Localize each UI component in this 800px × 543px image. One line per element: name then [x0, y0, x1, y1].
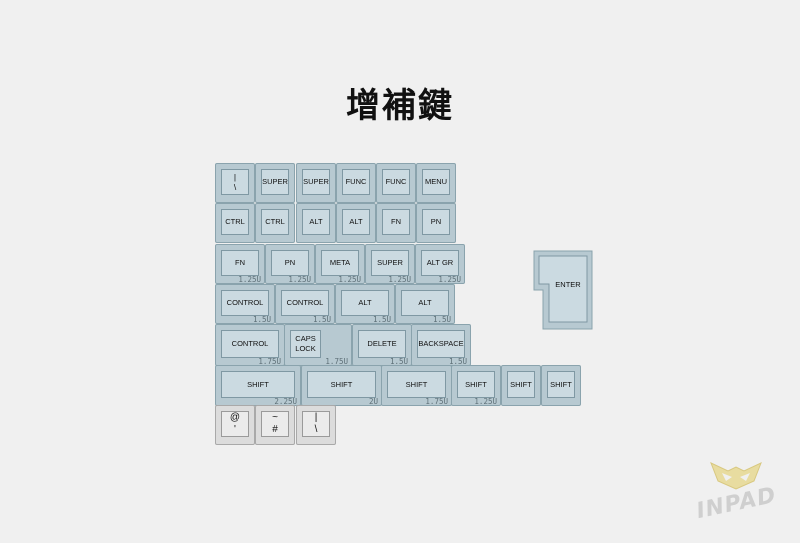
key-size-label: 1.5U [448, 357, 467, 366]
key-label: ~ # [261, 411, 289, 437]
key-label: SHIFT [221, 371, 295, 398]
brand-logo: INPAD [694, 455, 786, 527]
key-label: CONTROL [221, 330, 279, 358]
key-size-label: 1.25U [474, 397, 497, 406]
key[interactable]: MENU [416, 163, 456, 203]
key-label: ALT [401, 290, 449, 316]
key-label: MENU [422, 169, 450, 195]
key-label: FN [221, 250, 259, 276]
key-label: FUNC [342, 169, 370, 195]
key-label: DELETE [358, 330, 406, 358]
key-label: CTRL [221, 209, 249, 235]
key-label: BACKSPACE [417, 330, 465, 358]
key-label: FUNC [382, 169, 410, 195]
key-label: ALT [341, 290, 389, 316]
key-size-label: 1.5U [312, 315, 331, 324]
key[interactable]: PN [416, 203, 456, 243]
key-size-label: 1.25U [388, 275, 411, 284]
key-size-label: 2.25U [274, 397, 297, 406]
key[interactable]: @ ' [215, 405, 255, 445]
key-label: ALT [342, 209, 370, 235]
enter-key-shape [533, 250, 593, 330]
key-label: PN [422, 209, 450, 235]
key-label: SHIFT [547, 371, 575, 398]
key-label: @ ' [221, 411, 249, 437]
key-label: SUPER [371, 250, 409, 276]
key-size-label: 1.25U [438, 275, 461, 284]
key-label: PN [271, 250, 309, 276]
key[interactable]: ALT [296, 203, 336, 243]
key-label: SHIFT [507, 371, 535, 398]
key[interactable]: | \ [296, 405, 336, 445]
key-label: SHIFT [387, 371, 446, 398]
key[interactable]: SHIFT [541, 365, 581, 406]
key-size-label: 1.25U [288, 275, 311, 284]
page-title: 增補鍵 [346, 86, 454, 126]
key-label: CONTROL [221, 290, 269, 316]
key-label: ALT GR [421, 250, 459, 276]
key-label: | \ [302, 411, 330, 437]
key-size-label: 1.75U [258, 357, 281, 366]
key[interactable]: SHIFT [501, 365, 541, 406]
key-size-label: 1.75U [425, 397, 448, 406]
key-label: CONTROL [281, 290, 329, 316]
key-size-label: 1.5U [372, 315, 391, 324]
key-label: META [321, 250, 359, 276]
key[interactable]: FUNC [376, 163, 416, 203]
enter-key-label: ENTER [555, 280, 581, 289]
key[interactable]: | \ [215, 163, 255, 203]
key-label: | \ [221, 169, 249, 195]
key[interactable]: ALT [336, 203, 376, 243]
key[interactable]: CTRL [215, 203, 255, 243]
key-size-label: 1.5U [432, 315, 451, 324]
key-label: SUPER [261, 169, 289, 195]
key-label: CTRL [261, 209, 289, 235]
key-size-label: 2U [368, 397, 378, 406]
key[interactable]: FN [376, 203, 416, 243]
key[interactable]: ~ # [255, 405, 295, 445]
key-size-label: 1.5U [252, 315, 271, 324]
owl-logo-icon [710, 462, 762, 490]
key-label: ALT [302, 209, 330, 235]
key-label: SHIFT [307, 371, 376, 398]
key[interactable]: CAPS LOCK 1.75U [284, 324, 352, 366]
enter-key[interactable]: ENTER [533, 250, 593, 330]
key-size-label: 1.25U [338, 275, 361, 284]
key[interactable]: CTRL [255, 203, 295, 243]
key[interactable]: SUPER [296, 163, 336, 203]
key-size-label: 1.75U [325, 357, 348, 366]
key-label: CAPS LOCK [290, 330, 321, 358]
key[interactable]: FUNC [336, 163, 376, 203]
key-size-label: 1.5U [389, 357, 408, 366]
key-label: SUPER [302, 169, 330, 195]
key-label: FN [382, 209, 410, 235]
key-label: SHIFT [457, 371, 495, 398]
key-size-label: 1.25U [238, 275, 261, 284]
key[interactable]: SUPER [255, 163, 295, 203]
